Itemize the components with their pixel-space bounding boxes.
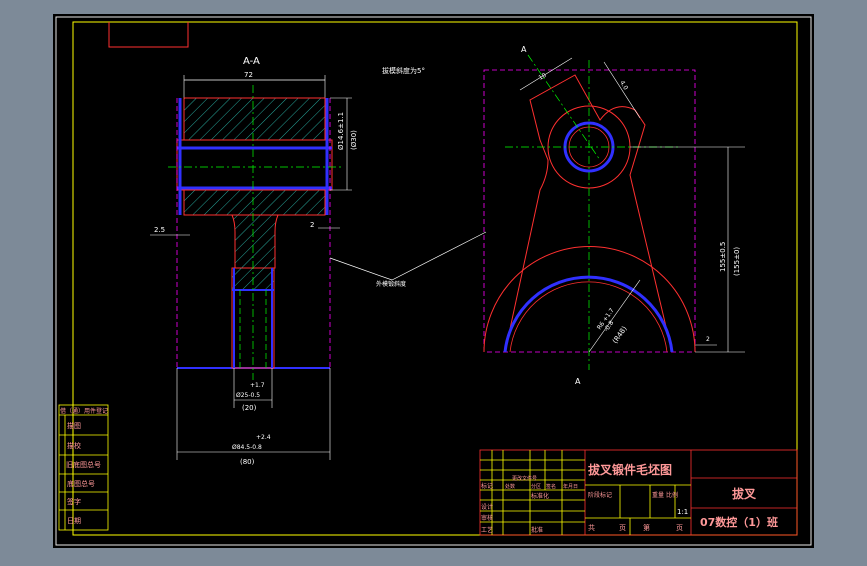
tb-col-1: 处数 [505, 483, 515, 490]
dim-4: 4.0 [618, 80, 629, 92]
tb-col-4: 签名 [546, 483, 556, 490]
side-row-3: 描校 [67, 441, 81, 450]
tb-row-2: 设计 [481, 503, 493, 511]
dim-155-1: 155±0.5 [719, 242, 727, 272]
top-note: 拔模斜度为5° [382, 66, 425, 75]
class-name: 07数控（1）班 [700, 515, 778, 529]
dim-155-2: (155±0) [733, 247, 741, 276]
ratio: 1:1 [677, 508, 688, 516]
std-label: 标准化 [531, 492, 549, 500]
front-view: 10 4.0 A A R6 +1.7 -0.8 (R48) 155±0.5 (1… [483, 45, 745, 386]
stage-label: 阶段标记 [588, 491, 612, 499]
dim-dia-upper: Ø14.6±1.1 [337, 112, 345, 150]
drawing-name: 拔叉锻件毛坯图 [588, 462, 672, 477]
dim-dia-84: Ø84.5-0.8 [232, 444, 262, 451]
section-mark-bottom: A [575, 377, 581, 386]
dim-72: 72 [244, 71, 253, 79]
dim-2b: 2 [706, 336, 710, 343]
tb-col-5: 年月日 [563, 483, 578, 490]
approve-label: 批准 [531, 526, 543, 534]
dim-dia-30: (Ø30) [350, 130, 358, 150]
weight-label: 重量 [652, 491, 664, 499]
scale-label: 比例 [666, 491, 678, 499]
code-box [108, 22, 189, 48]
side-row-5: 底图总号 [67, 479, 95, 488]
tb-col-3: 更改文件号 [512, 475, 537, 482]
section-mark-top: A [521, 45, 527, 54]
side-row-2: 描图 [67, 421, 81, 430]
part-name: 拔叉 [732, 486, 757, 501]
side-row-7: 日期 [67, 517, 81, 525]
title-block [479, 449, 798, 536]
section-view: A-A 72 [150, 56, 358, 466]
dim-dia-25: Ø25-0.5 [236, 392, 260, 399]
drawing-sheet [53, 14, 814, 548]
tb-row-1: 标记 [481, 482, 493, 490]
tb-row-4: 工艺 [481, 526, 493, 534]
dim-80: (80) [240, 458, 255, 466]
dim-2: 2 [310, 221, 314, 229]
side-table [58, 404, 109, 531]
side-row-6: 签字 [67, 497, 81, 506]
dim-20: (20) [242, 404, 257, 412]
tb-row-3: 审核 [481, 514, 493, 522]
side-row-1: 借（通）用件登记 [60, 407, 108, 415]
sheet-unit-1: 页 [619, 524, 626, 532]
tb-col-2: 分区 [531, 483, 541, 490]
dim-tol-1: +1.7 [250, 382, 265, 389]
section-label: A-A [243, 56, 260, 67]
leader-line [329, 231, 487, 281]
side-row-4: 旧底图总号 [66, 460, 101, 469]
leader-note: 外模锻斜度 [376, 280, 406, 288]
sheet-num: 第 [643, 523, 650, 532]
outer-frame [55, 16, 812, 546]
dim-tol-2: +2.4 [256, 434, 271, 441]
sheet-total: 共 [588, 523, 595, 532]
dim-10: 10 [538, 72, 548, 82]
sheet-unit-2: 页 [676, 524, 683, 532]
dim-2-5: 2.5 [154, 226, 165, 234]
inner-frame [72, 21, 798, 536]
